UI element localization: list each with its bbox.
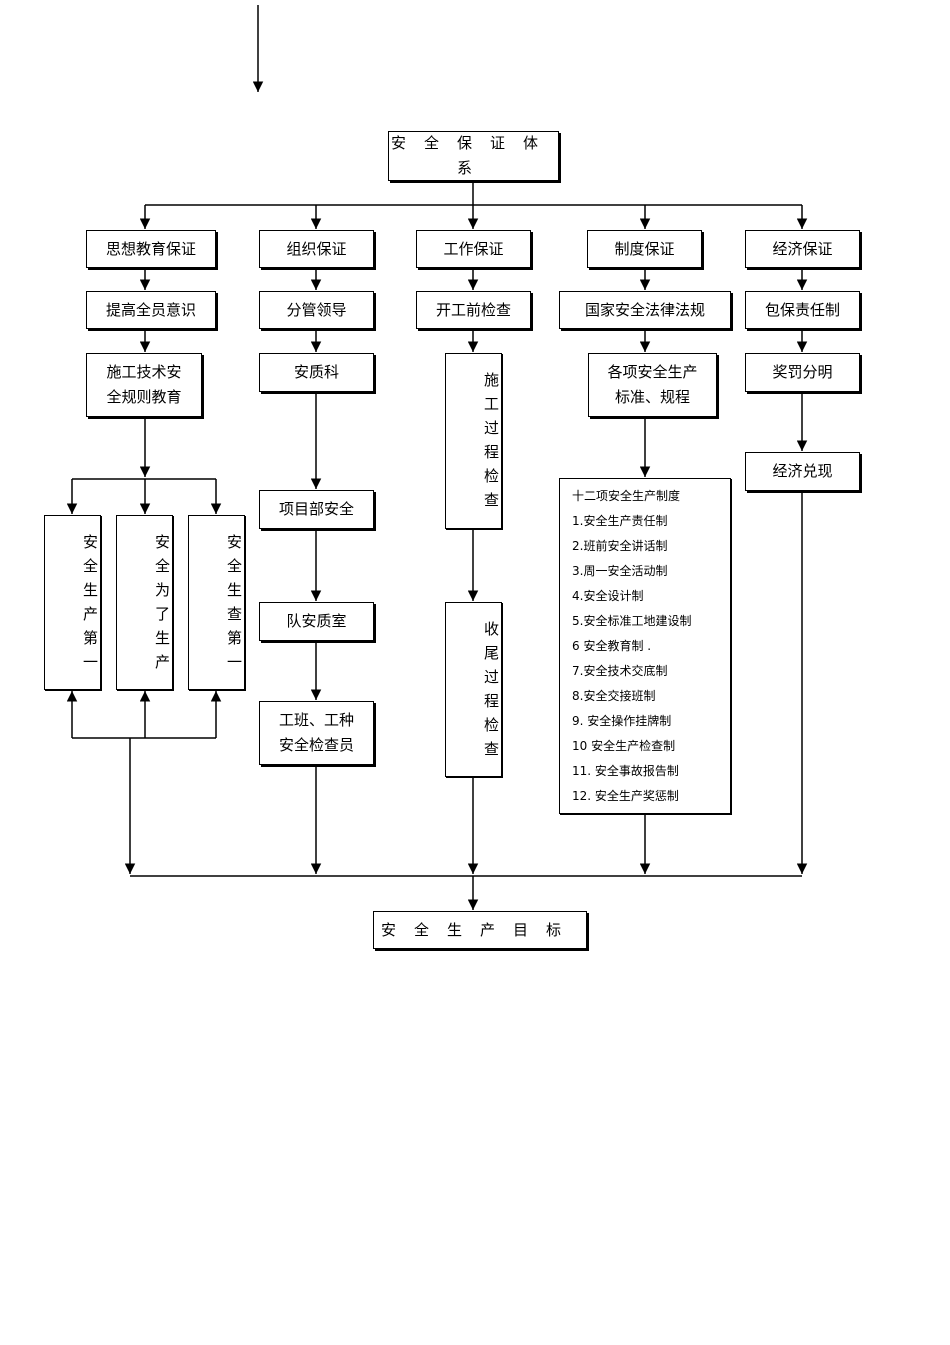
econ-step-1-label: 包保责任制: [764, 300, 840, 319]
org-step-5-line-1: 工班、工种: [278, 711, 354, 729]
org-step-5-line-2: 安全检查员: [278, 736, 354, 754]
awareness-node: 提高全员意识: [86, 291, 216, 329]
org-step-2: 安质科: [259, 353, 374, 392]
principle-node-2: 安全为了生产: [116, 515, 173, 690]
org-step-1: 分管领导: [259, 291, 374, 329]
process-check-node-label: 施工过程检查: [482, 372, 500, 516]
final-check-node-label: 收尾过程检查: [482, 620, 500, 765]
regulations-list-title: 十二项安全生产制度: [572, 489, 681, 503]
org-step-3: 项目部安全: [259, 490, 374, 529]
org-step-1-label: 分管领导: [286, 300, 347, 319]
regulation-item: 11. 安全事故报告制: [572, 764, 679, 778]
regulation-item: 5.安全标准工地建设制: [572, 614, 692, 628]
system-header: 制度保证: [587, 230, 702, 268]
organization-header-label: 组织保证: [286, 239, 347, 258]
final-check-node: 收尾过程检查: [445, 602, 502, 777]
laws-node-label: 国家安全法律法规: [584, 300, 705, 319]
pre-check-node: 开工前检查: [416, 291, 531, 329]
system-header-label: 制度保证: [614, 239, 675, 258]
economic-header-label: 经济保证: [772, 239, 833, 258]
regulation-item: 1.安全生产责任制: [572, 514, 668, 528]
process-check-node: 施工过程检查: [445, 353, 502, 529]
goal-node: 安全生产目标: [373, 911, 587, 949]
principle-node-1: 安全生产第一: [44, 515, 101, 690]
regulation-item: 3.周一安全活动制: [572, 564, 668, 578]
top-node: 安全保证体系: [388, 131, 559, 181]
org-step-5: 工班、工种 安全检查员: [259, 701, 374, 765]
standards-node-line-2: 标准、规程: [614, 388, 690, 406]
org-step-3-label: 项目部安全: [278, 500, 354, 518]
org-step-4-label: 队安质室: [286, 612, 347, 630]
laws-node: 国家安全法律法规: [559, 291, 731, 329]
organization-header: 组织保证: [259, 230, 374, 268]
org-step-2-label: 安质科: [293, 363, 339, 381]
regulation-item: 6 安全教育制 .: [572, 639, 652, 653]
goal-node-label: 安全生产目标: [380, 920, 579, 939]
pre-check-node-label: 开工前检查: [435, 300, 511, 319]
econ-step-2: 奖罚分明: [745, 353, 860, 392]
regulation-item: 10 安全生产检查制: [572, 739, 676, 753]
economic-header: 经济保证: [745, 230, 860, 268]
education-node: 施工技术安 全规则教育: [86, 353, 202, 417]
top-node-label: 安全保证体系: [390, 134, 556, 177]
org-step-4: 队安质室: [259, 602, 374, 641]
principle-node-2-label: 安全为了生产: [153, 533, 171, 678]
econ-step-3: 经济兑现: [745, 452, 860, 491]
econ-step-3-label: 经济兑现: [772, 462, 833, 480]
regulation-item: 12. 安全生产奖惩制: [572, 789, 679, 803]
regulations-list: 十二项安全生产制度 1.安全生产责任制 2.班前安全讲话制 3.周一安全活动制 …: [559, 478, 731, 814]
principle-node-3: 安全生查第一: [188, 515, 245, 690]
standards-node-line-1: 各项安全生产: [607, 363, 698, 381]
econ-step-2-label: 奖罚分明: [772, 363, 833, 381]
principle-node-3-label: 安全生查第一: [225, 533, 243, 678]
regulation-item: 4.安全设计制: [572, 589, 644, 603]
regulation-item: 8.安全交接班制: [572, 689, 656, 703]
regulation-item: 7.安全技术交底制: [572, 664, 668, 678]
work-header: 工作保证: [416, 230, 531, 268]
regulation-item: 9. 安全操作挂牌制: [572, 714, 672, 728]
awareness-node-label: 提高全员意识: [105, 300, 196, 319]
regulation-item: 2.班前安全讲话制: [572, 539, 668, 553]
education-node-line-1: 施工技术安: [106, 363, 182, 381]
standards-node: 各项安全生产 标准、规程: [588, 353, 717, 417]
econ-step-1: 包保责任制: [745, 291, 860, 329]
education-node-line-2: 全规则教育: [106, 388, 182, 406]
thought-education-header-label: 思想教育保证: [105, 239, 196, 258]
principle-node-1-label: 安全生产第一: [81, 533, 99, 678]
thought-education-header: 思想教育保证: [86, 230, 216, 268]
work-header-label: 工作保证: [443, 239, 504, 258]
